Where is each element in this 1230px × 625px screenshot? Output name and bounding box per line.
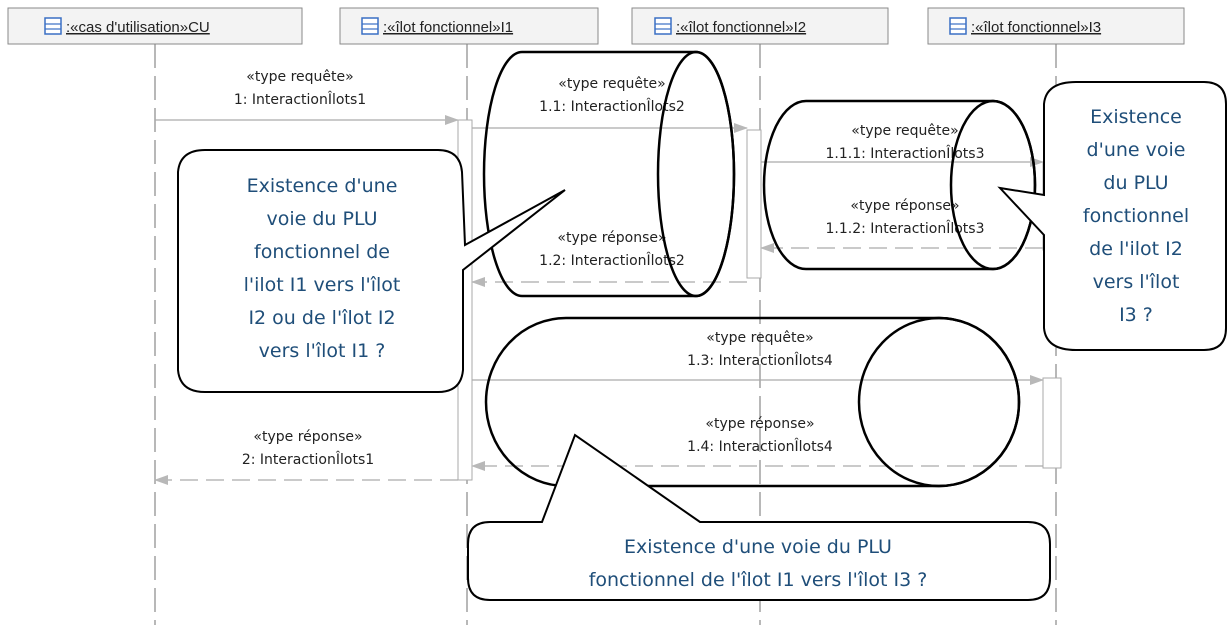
callout-text-line: I2 ou de l'îlot I2	[248, 307, 395, 329]
callout-text-line: voie du PLU	[266, 208, 377, 230]
cylinder-highlight-i1-i3	[484, 316, 1021, 488]
message-label: 1.4: InteractionÎlots4	[687, 437, 833, 455]
callout-i2-i3: Existence d'une voie du PLU fonctionnel …	[997, 81, 1227, 351]
message-stereotype: «type réponse»	[253, 429, 362, 445]
callout-i1-i2: Existence d'une voie du PLU fonctionnel …	[177, 149, 566, 393]
message-stereotype: «type réponse»	[557, 230, 666, 246]
message-label: 1.2: InteractionÎlots2	[539, 251, 685, 269]
message-label: 1.1.1: InteractionÎlots3	[825, 144, 984, 162]
lifeline-header-i3[interactable]: :«îlot fonctionnel»I3	[927, 7, 1185, 45]
lifeline-label: :«îlot fonctionnel»I3	[971, 19, 1101, 36]
message-stereotype: «type réponse»	[705, 416, 814, 432]
message-label: 1: InteractionÎlots1	[234, 90, 366, 108]
class-icon	[654, 17, 672, 35]
callout-text-line: de l'ilot I2	[1089, 238, 1183, 260]
callout-text-line: du PLU	[1103, 172, 1168, 194]
callout-text-line: I3 ?	[1119, 304, 1153, 326]
cylinder-highlight-i1-i2	[482, 50, 736, 298]
lifeline-header-cu[interactable]: :«cas d'utilisation»CU	[7, 7, 303, 45]
message-stereotype: «type requête»	[851, 123, 958, 139]
activation-bar-i2	[746, 129, 762, 279]
message-stereotype: «type requête»	[558, 76, 665, 92]
cylinder-highlight-i2-i3	[762, 99, 1037, 271]
message-label: 1.1: InteractionÎlots2	[539, 97, 685, 115]
callout-text-line: vers l'îlot	[1093, 271, 1180, 293]
message-label: 2: InteractionÎlots1	[242, 450, 374, 468]
class-icon	[361, 17, 379, 35]
lifeline-header-i2[interactable]: :«îlot fonctionnel»I2	[631, 7, 889, 45]
message-stereotype: «type réponse»	[850, 198, 959, 214]
callout-i1-i3: Existence d'une voie du PLU fonctionnel …	[467, 433, 1051, 601]
lifeline-label: :«îlot fonctionnel»I1	[383, 19, 513, 36]
callout-text-line: fonctionnel de	[254, 241, 390, 263]
class-icon	[949, 17, 967, 35]
callout-text-line: l'ilot I1 vers l'îlot	[244, 274, 401, 296]
message-stereotype: «type requête»	[246, 69, 353, 85]
callout-text-line: Existence	[1090, 106, 1182, 128]
callout-text-line: fonctionnel	[1083, 205, 1189, 227]
lifeline-header-i1[interactable]: :«îlot fonctionnel»I1	[339, 7, 599, 45]
activation-bar-i3-b	[1042, 377, 1062, 469]
message-stereotype: «type requête»	[706, 330, 813, 346]
callout-text-line: d'une voie	[1087, 139, 1186, 161]
callout-text-line: vers l'îlot I1 ?	[259, 340, 386, 362]
callout-text-line: Existence d'une	[247, 175, 398, 197]
callout-text-line: fonctionnel de l'îlot I1 vers l'îlot I3 …	[589, 569, 928, 591]
lifeline-label: :«cas d'utilisation»CU	[66, 19, 210, 36]
callout-text-line: Existence d'une voie du PLU	[624, 536, 892, 558]
message-label: 1.1.2: InteractionÎlots3	[825, 219, 984, 237]
lifeline-label: :«îlot fonctionnel»I2	[676, 19, 806, 36]
message-label: 1.3: InteractionÎlots4	[687, 351, 833, 369]
class-icon	[44, 17, 62, 35]
